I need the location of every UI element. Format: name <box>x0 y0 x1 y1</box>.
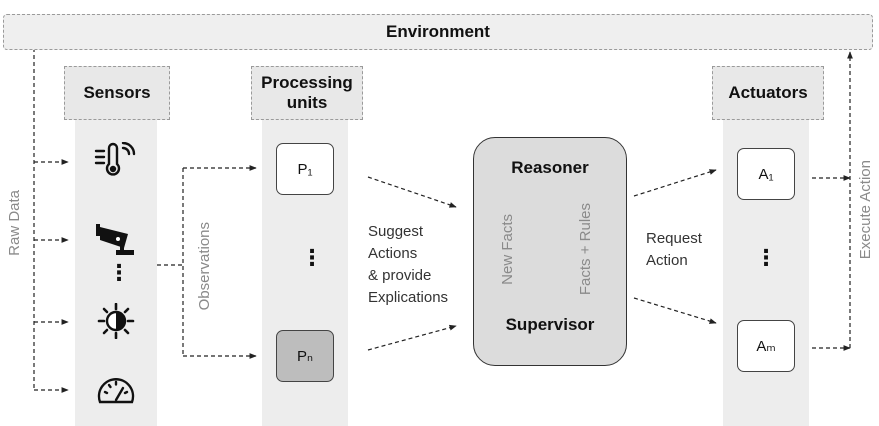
processing-title-line1: Processing <box>261 73 353 92</box>
supervisor-box <box>473 137 627 366</box>
suggest-line-4: Explications <box>368 289 449 306</box>
observations-label: Observations <box>196 222 213 311</box>
actuator-unit-first-label: A₁ <box>758 165 774 183</box>
suggest-arrow-top <box>367 176 457 208</box>
actuator-unit-last-label: Aₘ <box>756 338 776 355</box>
request-line-2: Action <box>646 252 688 269</box>
sensors-header: Sensors <box>64 66 170 120</box>
suggest-arrow-bottom <box>367 324 457 351</box>
processing-unit-first-label: P₁ <box>297 160 313 178</box>
thermometer-icon <box>94 142 136 176</box>
processing-unit-last-label: Pₙ <box>297 348 313 365</box>
actuators-header: Actuators <box>712 66 824 120</box>
raw-data-label: Raw Data <box>6 190 23 256</box>
sensors-ellipsis: ⋮ <box>108 260 130 285</box>
facts-rules-label: Facts + Rules <box>577 203 594 296</box>
new-facts-label: New Facts <box>499 214 516 285</box>
request-line-1: Request <box>646 230 702 247</box>
sensors-title: Sensors <box>83 83 151 102</box>
processing-unit-first: P₁ <box>276 143 334 195</box>
request-action-label: Request Action <box>646 228 702 272</box>
actuator-unit-first: A₁ <box>737 148 795 200</box>
suggest-line-2: Actions <box>368 245 418 262</box>
actuators-title: Actuators <box>728 83 808 102</box>
brightness-icon <box>97 303 135 339</box>
processing-header: Processing units <box>251 66 363 120</box>
processing-ellipsis: ⋮ <box>301 245 323 270</box>
environment-label: Environment <box>386 22 490 41</box>
request-arrow-top <box>633 169 717 197</box>
reasoner-label: Reasoner <box>511 158 589 177</box>
actuators-ellipsis: ⋮ <box>755 245 777 270</box>
gauge-icon <box>97 378 135 404</box>
suggest-line-1: Suggest <box>368 223 424 240</box>
actuator-unit-last: Aₘ <box>737 320 795 372</box>
request-arrow-bottom <box>633 297 717 324</box>
supervisor-label: Supervisor <box>505 315 595 334</box>
execute-action-label: Execute Action <box>857 160 874 260</box>
environment-bar: Environment <box>3 14 873 50</box>
security-camera-icon <box>96 224 134 255</box>
processing-unit-last: Pₙ <box>276 330 334 382</box>
processing-title-line2: units <box>286 93 328 112</box>
suggest-actions-label: Suggest Actions & provide Explications <box>368 221 448 309</box>
observations-line <box>157 168 184 356</box>
suggest-line-3: & provide <box>368 267 432 284</box>
